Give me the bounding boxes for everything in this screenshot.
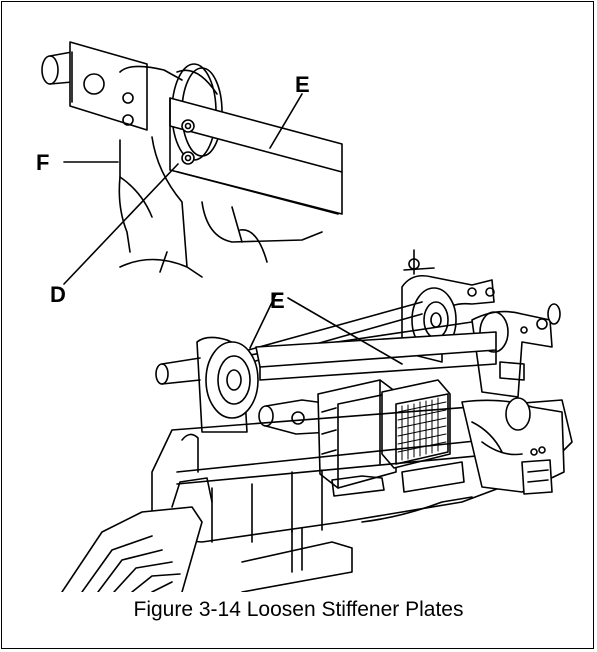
assembly-view <box>61 249 573 592</box>
callout-e-lower: E <box>270 288 285 313</box>
leader-e-lower-right <box>287 297 403 365</box>
mechanism-illustration <box>41 41 573 592</box>
callout-d: D <box>50 282 66 307</box>
leader-e-top <box>269 93 303 149</box>
leader-d <box>63 163 179 285</box>
figure-caption: Figure 3-14 Loosen Stiffener Plates <box>133 598 464 621</box>
leader-e-lower-left <box>249 293 277 349</box>
callout-e-top: E <box>295 72 310 97</box>
callout-f: F <box>36 150 50 175</box>
detail-view <box>41 41 343 278</box>
